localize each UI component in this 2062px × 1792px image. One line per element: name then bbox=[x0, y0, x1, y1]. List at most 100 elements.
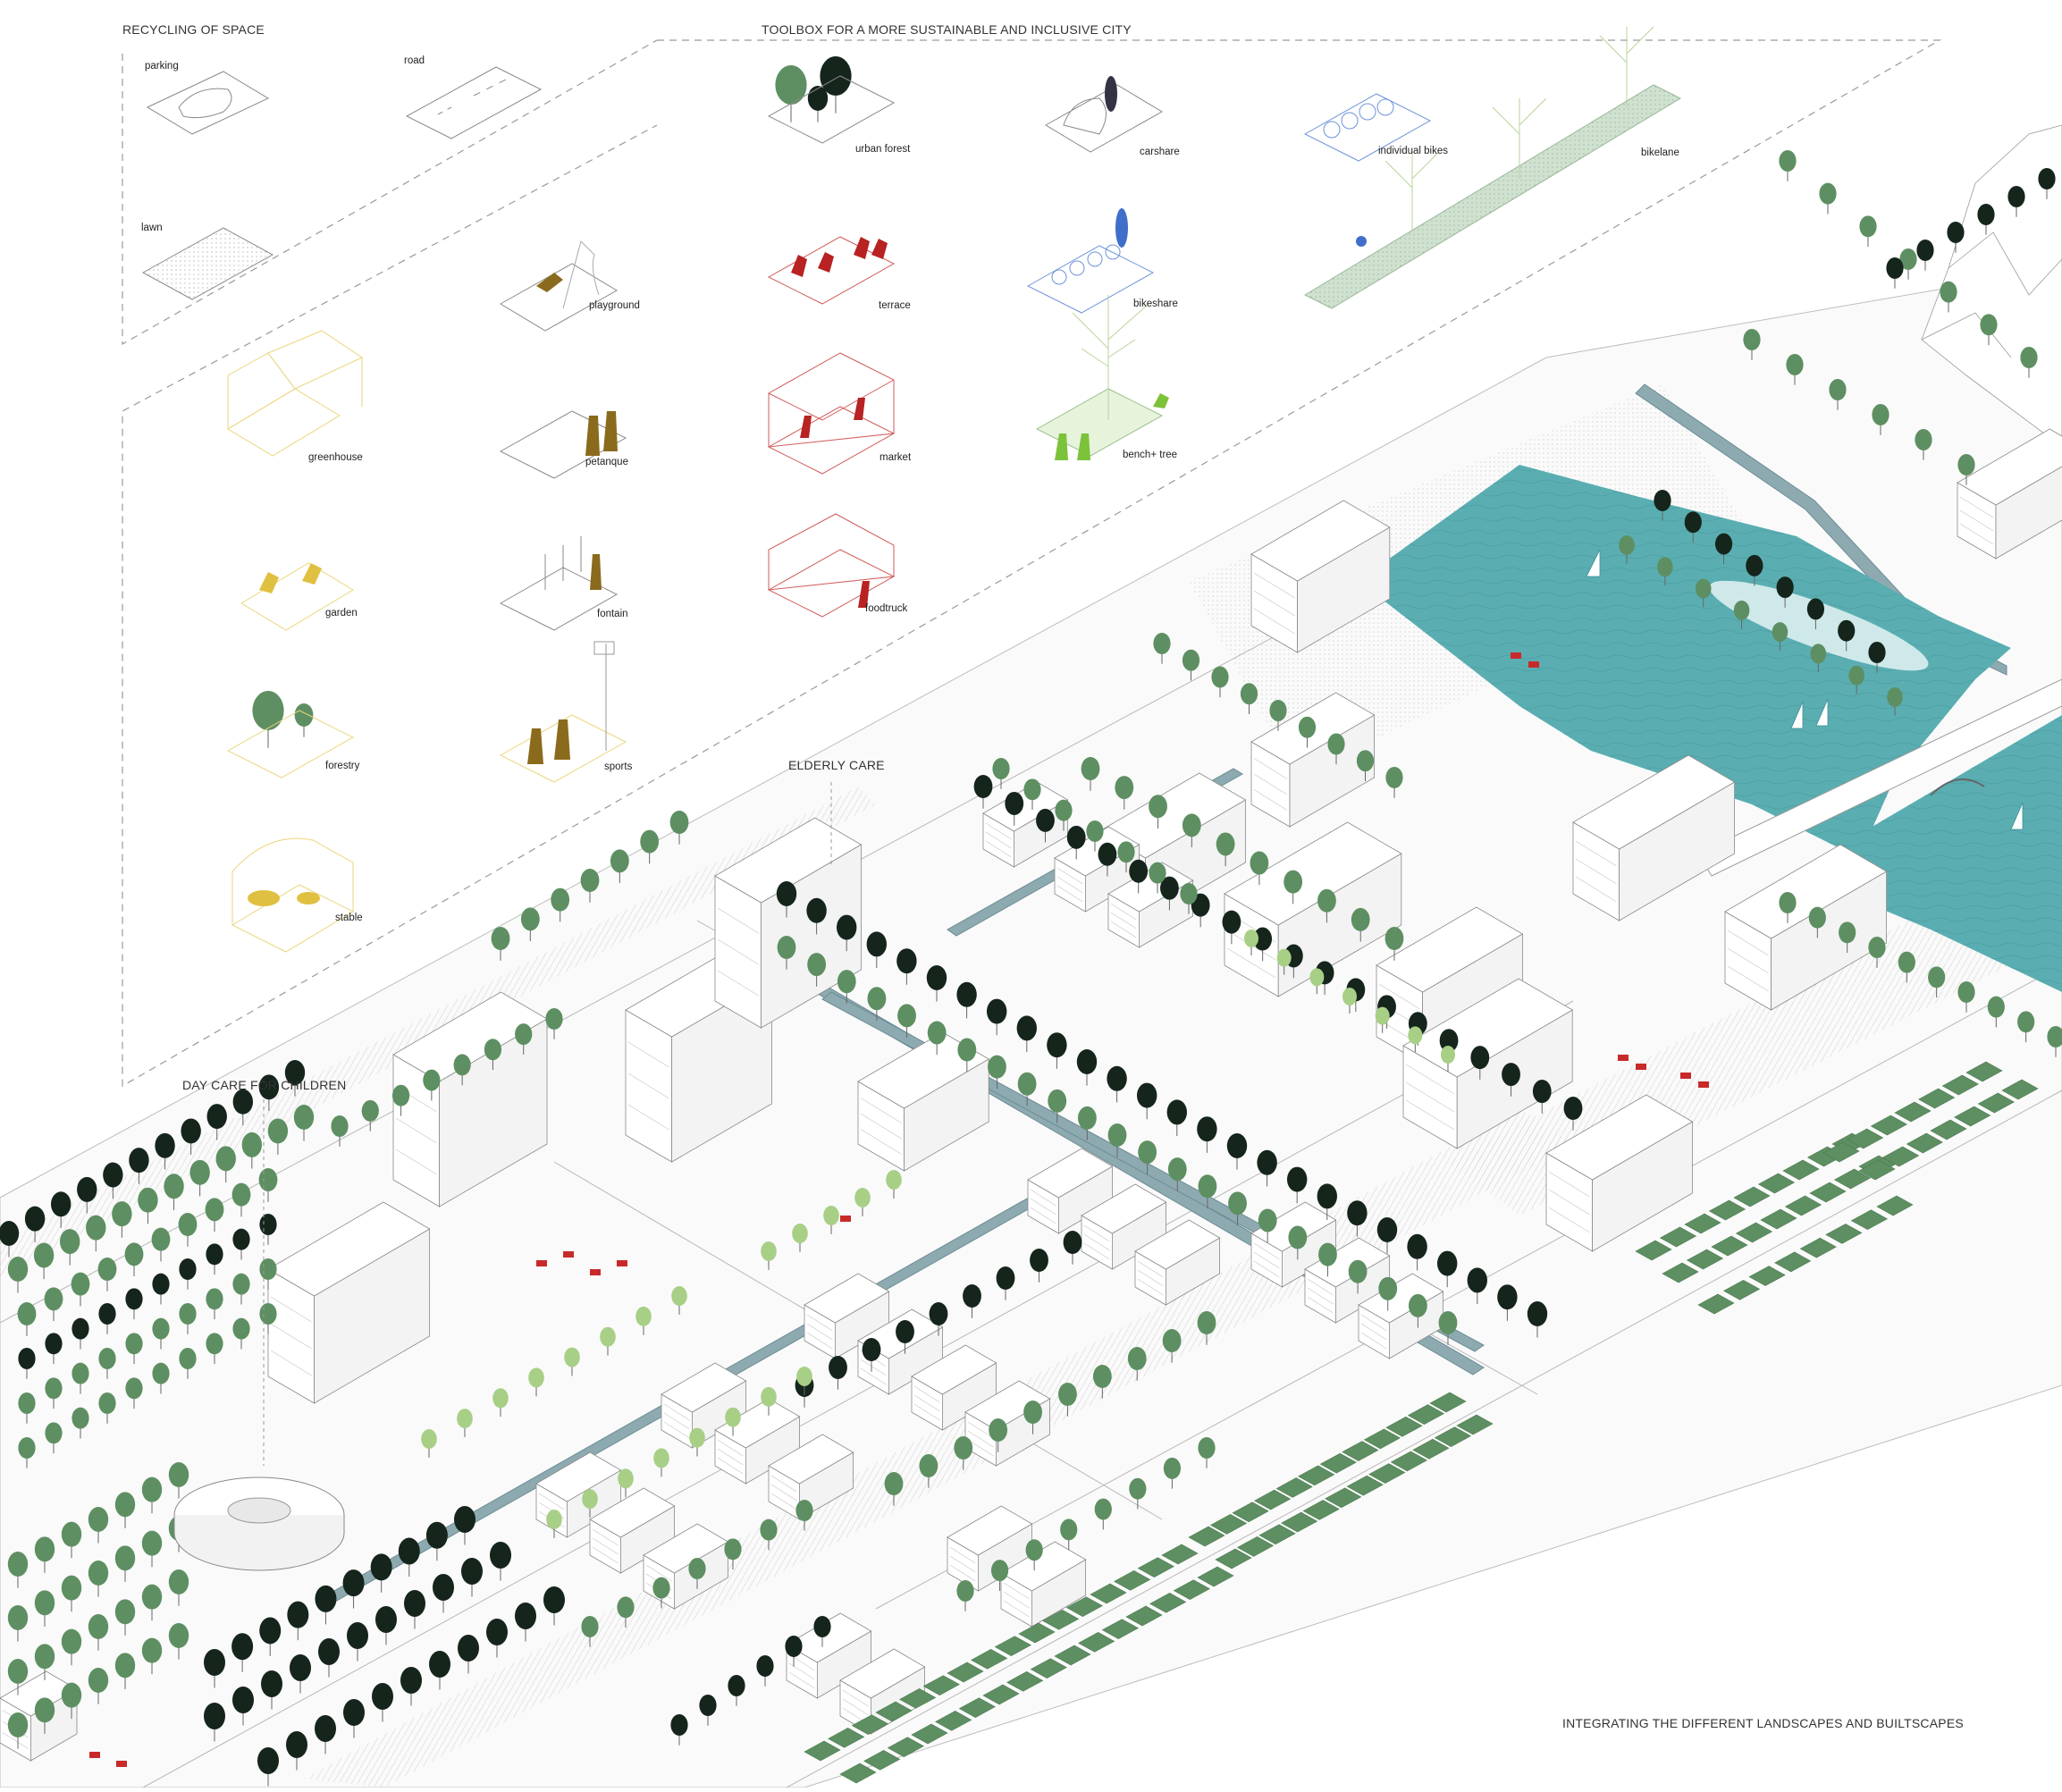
tree bbox=[372, 1683, 393, 1722]
solar-carport bbox=[1822, 1141, 1860, 1163]
tree bbox=[361, 1099, 379, 1132]
tree bbox=[1163, 1457, 1182, 1489]
tree bbox=[1342, 988, 1357, 1014]
tree bbox=[689, 1427, 705, 1457]
solar-carport bbox=[1363, 1428, 1401, 1450]
tree bbox=[152, 1362, 170, 1394]
tree bbox=[635, 1306, 652, 1335]
tree bbox=[17, 1302, 37, 1336]
tree bbox=[1848, 665, 1864, 694]
tree bbox=[114, 1492, 136, 1528]
tree bbox=[375, 1606, 397, 1645]
tree bbox=[315, 1585, 337, 1625]
terrace-marker bbox=[617, 1260, 627, 1266]
tree bbox=[155, 1132, 175, 1170]
tree bbox=[206, 1288, 223, 1320]
solar-carport bbox=[1030, 1658, 1067, 1679]
tree bbox=[77, 1176, 97, 1214]
solar-carport bbox=[1733, 1186, 1771, 1207]
tree bbox=[7, 1552, 29, 1588]
label-market: market bbox=[880, 452, 912, 463]
tree bbox=[1977, 204, 1995, 235]
tree bbox=[168, 1623, 189, 1660]
label-sports: sports bbox=[604, 761, 633, 772]
tree bbox=[97, 1258, 117, 1291]
tree bbox=[813, 1616, 831, 1647]
tree bbox=[1182, 813, 1201, 848]
tree bbox=[618, 1468, 634, 1498]
tree bbox=[232, 1089, 254, 1126]
solar-carport bbox=[911, 1723, 948, 1745]
tree bbox=[1063, 1231, 1082, 1265]
tree bbox=[515, 1023, 533, 1055]
tree bbox=[669, 811, 689, 845]
solar-carport bbox=[958, 1697, 996, 1719]
tree bbox=[232, 1273, 250, 1305]
tree bbox=[973, 775, 993, 809]
solar-carport bbox=[1209, 1514, 1248, 1535]
label-petanque: petanque bbox=[585, 457, 628, 467]
tree bbox=[756, 1655, 774, 1687]
tree bbox=[2017, 1011, 2035, 1043]
tree bbox=[45, 1377, 63, 1409]
legend-figures bbox=[248, 76, 1367, 906]
tree bbox=[44, 1287, 63, 1322]
solar-carport bbox=[1368, 1463, 1406, 1484]
tree bbox=[1197, 1311, 1216, 1345]
solar-carport bbox=[1825, 1224, 1863, 1244]
tree bbox=[45, 1333, 63, 1365]
solar-carport bbox=[1722, 1279, 1761, 1300]
tree bbox=[1808, 906, 1826, 938]
tree bbox=[138, 1187, 158, 1224]
tree bbox=[1928, 966, 1946, 998]
tree bbox=[1987, 996, 2005, 1028]
tree bbox=[1947, 222, 1965, 253]
tree bbox=[1868, 937, 1886, 968]
tree bbox=[179, 1348, 197, 1379]
solar-carport bbox=[1697, 1293, 1735, 1315]
tree bbox=[1166, 1099, 1188, 1136]
tree bbox=[454, 1506, 476, 1545]
label-bikeshare: bikeshare bbox=[1133, 299, 1178, 309]
tree bbox=[404, 1590, 425, 1629]
heading-integrating: INTEGRATING THE DIFFERENT LANDSCAPES AND… bbox=[1562, 1716, 1964, 1730]
tree bbox=[1182, 649, 1200, 681]
tree bbox=[1872, 404, 1889, 435]
tree bbox=[206, 1104, 227, 1140]
tree bbox=[785, 1636, 803, 1667]
tree bbox=[347, 1622, 368, 1662]
tree bbox=[59, 1229, 80, 1266]
tree bbox=[1829, 379, 1847, 410]
tree bbox=[204, 1649, 225, 1688]
tree bbox=[1318, 1242, 1337, 1277]
tree bbox=[1348, 1259, 1368, 1294]
tree bbox=[927, 1021, 947, 1056]
housing-block bbox=[1957, 428, 2062, 559]
tree bbox=[1198, 1174, 1217, 1208]
tree bbox=[293, 1105, 315, 1141]
tree bbox=[1351, 907, 1370, 942]
tree bbox=[34, 1590, 55, 1627]
tree bbox=[884, 1472, 904, 1506]
tree bbox=[806, 897, 827, 935]
tree bbox=[546, 1510, 562, 1538]
tree bbox=[777, 936, 796, 970]
tree bbox=[807, 953, 827, 987]
solar-carport bbox=[1090, 1583, 1127, 1604]
label-garden: garden bbox=[325, 608, 358, 618]
tree bbox=[543, 1586, 565, 1626]
tree bbox=[854, 1188, 871, 1216]
tree bbox=[1162, 1329, 1182, 1363]
tree bbox=[34, 1536, 55, 1573]
tree bbox=[867, 987, 887, 1021]
tree bbox=[461, 1558, 483, 1597]
solar-carport bbox=[971, 1648, 1008, 1670]
tree bbox=[7, 1257, 29, 1293]
tree bbox=[18, 1437, 36, 1468]
tree bbox=[1714, 533, 1733, 565]
urban-forest-tree-icon bbox=[807, 86, 829, 122]
tree bbox=[98, 1392, 116, 1424]
tree bbox=[370, 1553, 392, 1593]
solar-carport bbox=[1954, 1106, 1991, 1127]
tree bbox=[429, 1651, 450, 1690]
